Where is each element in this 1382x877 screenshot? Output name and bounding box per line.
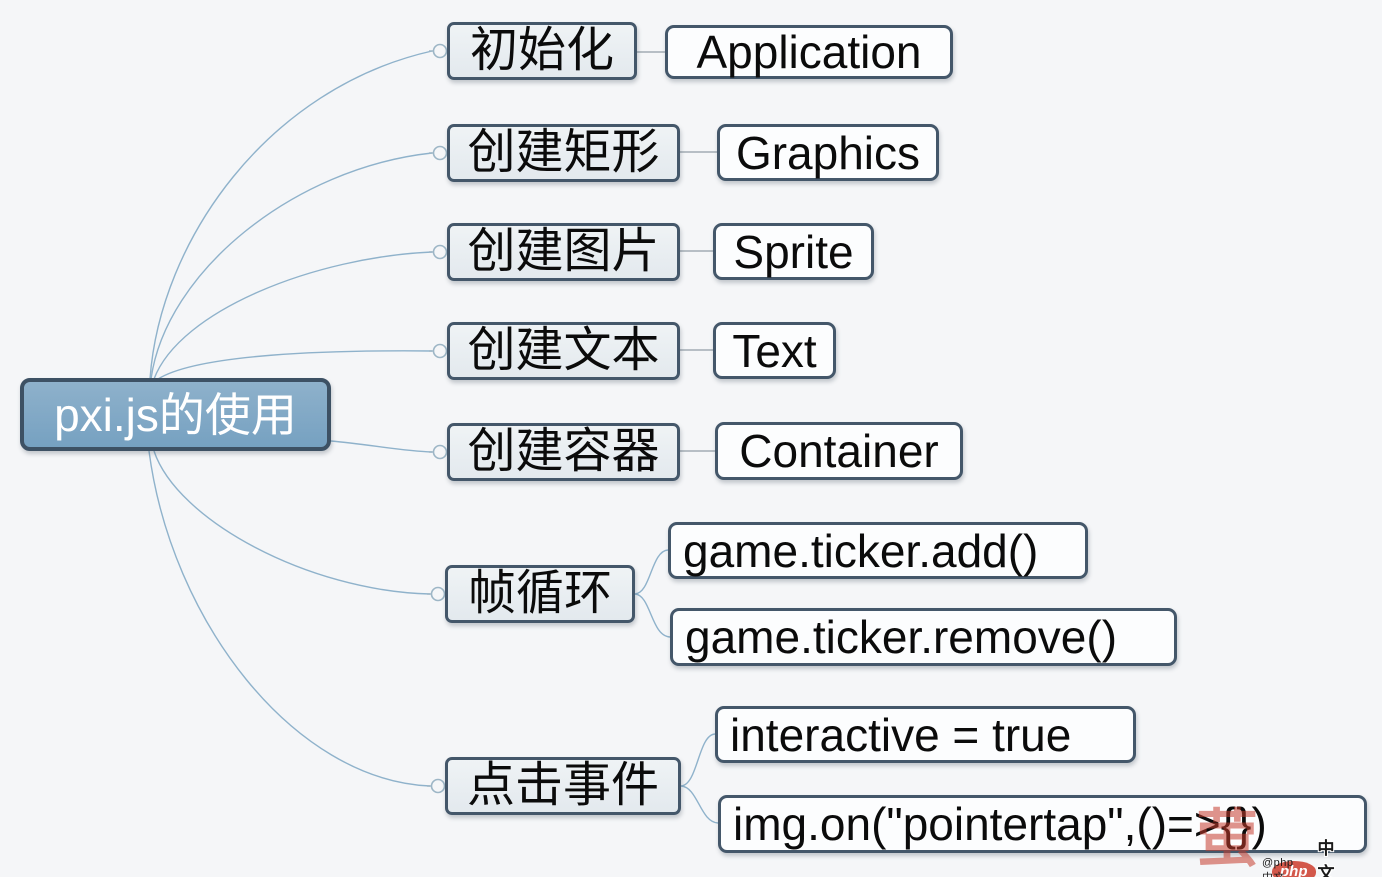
- leaf-container[interactable]: Container: [715, 422, 963, 480]
- collapse-handle-icon-create-image[interactable]: [429, 244, 448, 260]
- branch-create-rect[interactable]: 创建矩形: [447, 124, 680, 182]
- branch-create-image[interactable]: 创建图片: [447, 223, 680, 281]
- branch-init[interactable]: 初始化: [447, 22, 637, 80]
- collapse-handle-icon-create-rect[interactable]: [429, 145, 448, 161]
- collapse-handle-icon-frame-loop[interactable]: [427, 586, 446, 602]
- link-click-pointertap: [680, 785, 719, 824]
- curve-root-to-create-text: [157, 350, 433, 380]
- leaf-pointertap[interactable]: img.on("pointertap",()=>{}): [718, 795, 1367, 853]
- curve-root-to-init: [149, 50, 433, 380]
- curve-root-to-create-image: [153, 251, 433, 380]
- leaf-interactive-true[interactable]: interactive = true: [715, 706, 1136, 763]
- leaf-sprite[interactable]: Sprite: [713, 223, 874, 280]
- leaf-application[interactable]: Application: [665, 25, 953, 79]
- curve-root-to-create-rect: [150, 152, 433, 380]
- leaf-ticker-add[interactable]: game.ticker.add(): [668, 522, 1088, 579]
- curve-root-to-frame-loop: [153, 450, 431, 595]
- link-frameloop-ticker-remove: [634, 593, 671, 638]
- branch-frame-loop[interactable]: 帧循环: [445, 565, 635, 623]
- leaf-graphics[interactable]: Graphics: [717, 124, 939, 181]
- root-node[interactable]: pxi.js的使用: [20, 378, 331, 451]
- branch-create-container[interactable]: 创建容器: [447, 423, 680, 481]
- collapse-handle-icon-click-event[interactable]: [427, 778, 446, 794]
- curve-root-to-click-event: [148, 450, 431, 787]
- link-click-interactive: [680, 733, 716, 787]
- branch-create-text[interactable]: 创建文本: [447, 322, 680, 380]
- leaf-text[interactable]: Text: [713, 322, 836, 379]
- branch-click-event[interactable]: 点击事件: [445, 757, 681, 815]
- leaf-ticker-remove[interactable]: game.ticker.remove(): [670, 608, 1177, 666]
- collapse-handle-icon-init[interactable]: [429, 43, 448, 59]
- collapse-handle-icon-create-text[interactable]: [429, 343, 448, 359]
- collapse-handle-icon-create-container[interactable]: [429, 444, 448, 460]
- link-frameloop-ticker-add: [634, 549, 669, 595]
- curve-root-to-create-container: [330, 440, 433, 453]
